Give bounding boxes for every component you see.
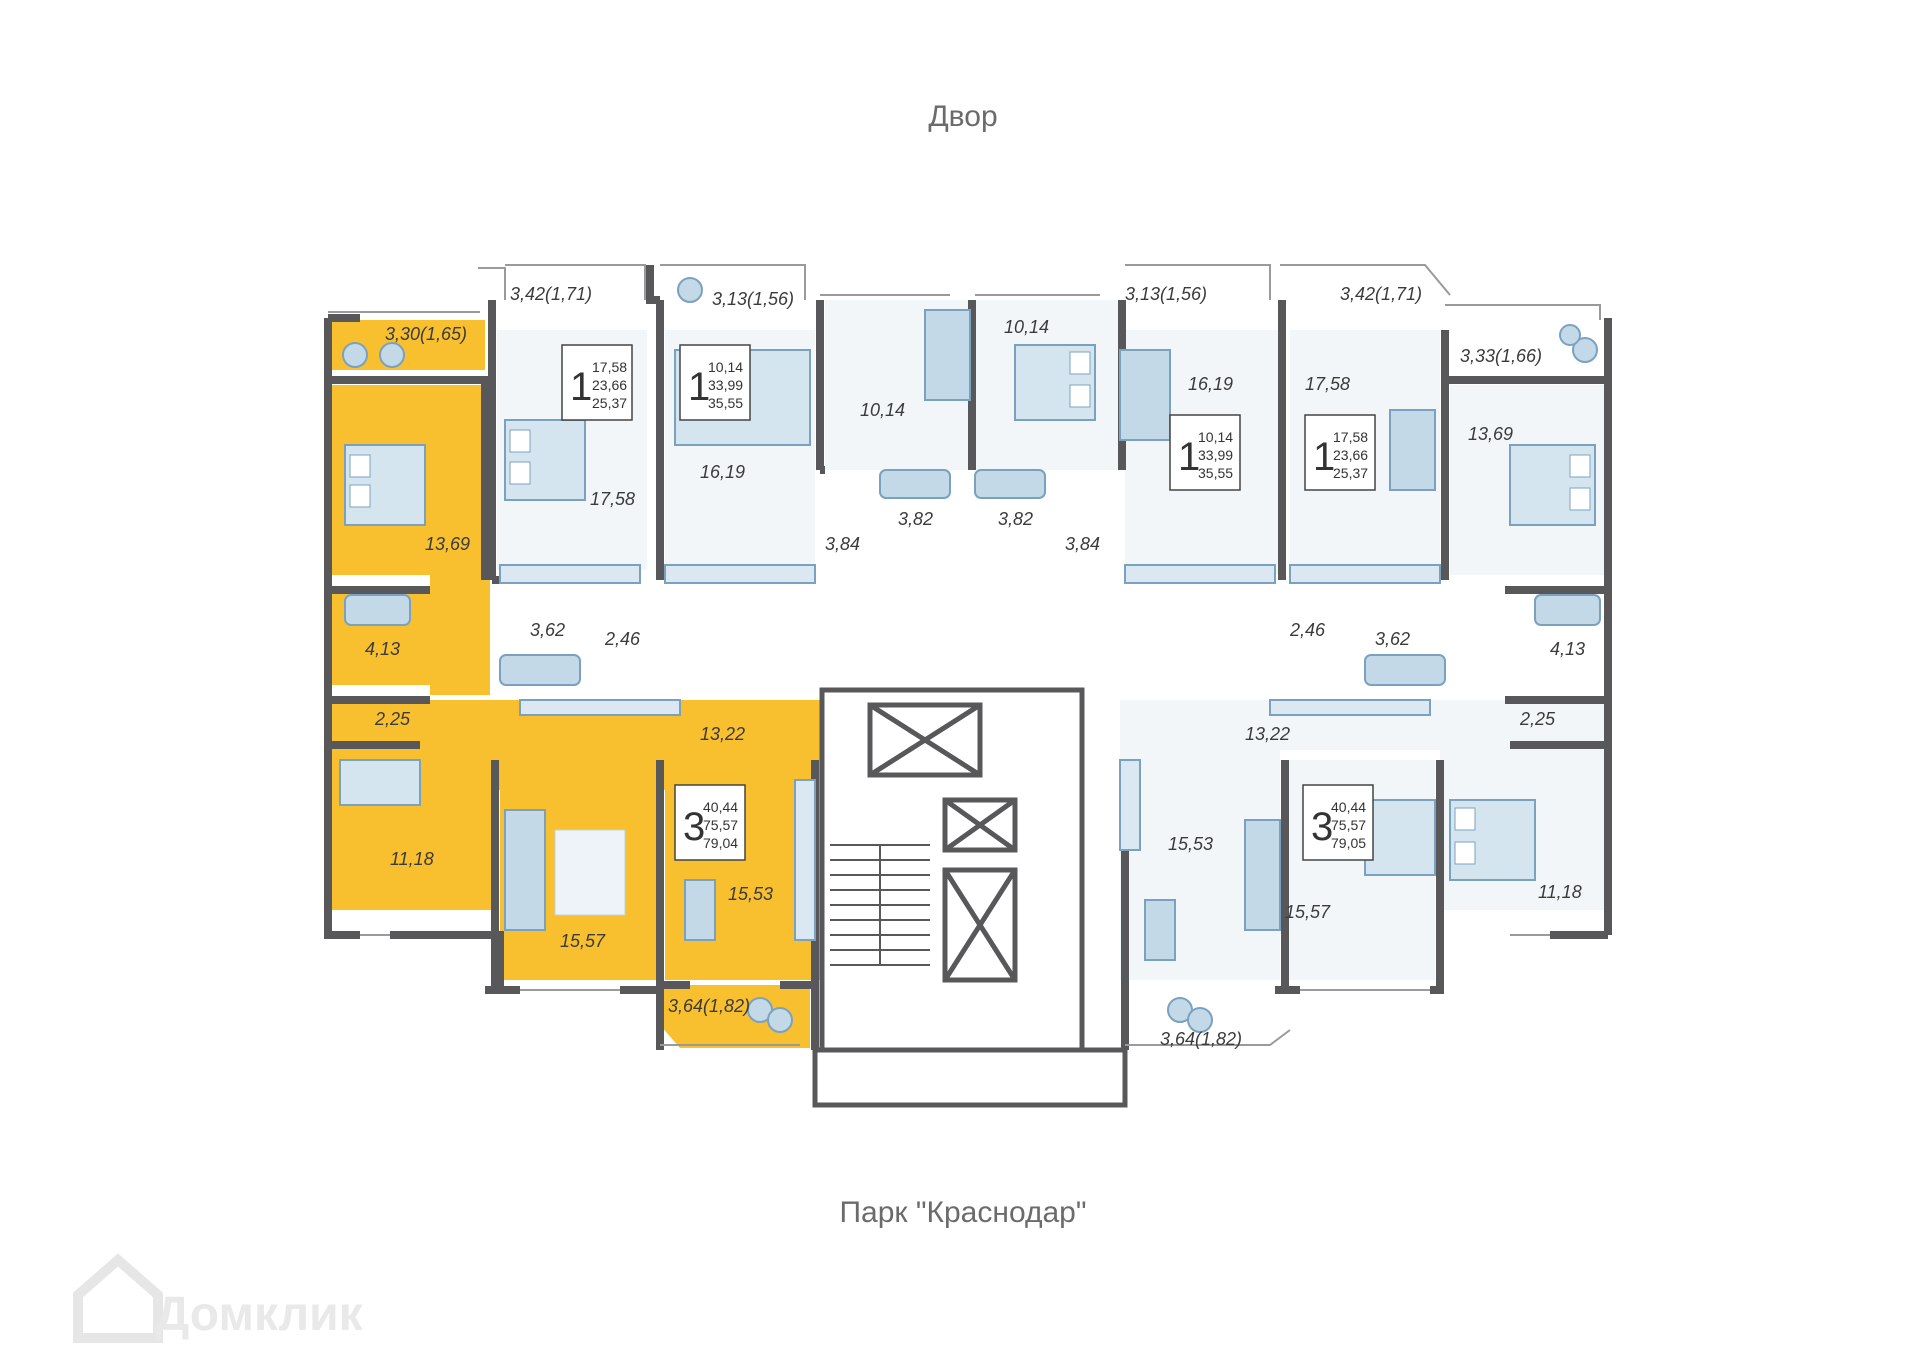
apartment-info-3: 1 10,14 33,99 35,55 — [1169, 414, 1241, 491]
apartment-area: 17,58 — [592, 359, 627, 375]
room-label: 3,84 — [825, 534, 860, 554]
room-label: 16,19 — [700, 462, 745, 482]
apartment-area: 17,58 — [1333, 429, 1368, 445]
apartment-rooms: 3 — [1311, 805, 1333, 849]
room-label: 2,25 — [374, 709, 411, 729]
room-label: 3,64(1,82) — [668, 996, 750, 1016]
apartment-area: 23,66 — [592, 377, 627, 393]
apartment-area: 10,14 — [708, 359, 743, 375]
bed-icon — [1509, 444, 1596, 526]
chair-icon — [342, 277, 1598, 1033]
bed-icon — [1014, 344, 1096, 421]
room-label: 4,13 — [365, 639, 400, 659]
watermark-text: Домклик — [155, 1288, 364, 1341]
room-label: 3,13(1,56) — [712, 289, 794, 309]
room-label: 10,14 — [1004, 317, 1049, 337]
apartment-area: 75,57 — [1331, 817, 1366, 833]
furniture — [339, 277, 1601, 1033]
bed-icon — [344, 444, 426, 526]
apartment-area: 33,99 — [1198, 447, 1233, 463]
stairs — [830, 844, 930, 966]
room-label: 11,18 — [1538, 882, 1582, 902]
room-label: 16,19 — [1188, 374, 1233, 394]
room-label: 3,42(1,71) — [1340, 284, 1422, 304]
room-label: 11,18 — [390, 849, 434, 869]
room-label: 3,62 — [1375, 629, 1410, 649]
bed-icon — [1364, 799, 1436, 876]
room-label: 13,22 — [1245, 724, 1290, 744]
room-label: 3,82 — [898, 509, 933, 529]
sofa-icon — [504, 309, 1436, 931]
apartment-area: 10,14 — [1198, 429, 1233, 445]
apartment-area: 75,57 — [703, 817, 738, 833]
room-label: 3,30(1,65) — [385, 324, 467, 344]
room-label: 2,46 — [1289, 620, 1326, 640]
apartment-area: 35,55 — [1198, 465, 1233, 481]
room-label: 3,42(1,71) — [510, 284, 592, 304]
room-label: 2,46 — [604, 629, 641, 649]
bed-icon — [1449, 799, 1536, 881]
room-label: 3,84 — [1065, 534, 1100, 554]
room-label: 13,69 — [1468, 424, 1513, 444]
room-label: 15,53 — [1168, 834, 1213, 854]
apartment-area: 79,04 — [703, 835, 738, 851]
room-label: 15,57 — [1285, 902, 1331, 922]
apartment-area: 25,37 — [592, 395, 627, 411]
walls — [324, 265, 1612, 1050]
room-label: 3,33(1,66) — [1460, 346, 1542, 366]
stair-core — [812, 687, 1128, 1108]
rug-icon — [554, 829, 626, 916]
apartment-area: 40,44 — [1331, 799, 1366, 815]
room-label: 3,64(1,82) — [1160, 1029, 1242, 1049]
apartment-rooms: 1 — [688, 365, 710, 409]
watermark: Домклик — [73, 1253, 364, 1343]
room-label: 15,57 — [560, 931, 606, 951]
room-label: 17,58 — [1305, 374, 1350, 394]
bed-icon — [339, 759, 421, 806]
apartment-area: 35,55 — [708, 395, 743, 411]
room-label: 15,53 — [728, 884, 773, 904]
windows — [328, 264, 1601, 1046]
orientation-bottom: Парк "Краснодар" — [839, 1196, 1086, 1229]
apartment-area: 40,44 — [703, 799, 738, 815]
room-label: 10,14 — [860, 400, 905, 420]
room-labels: 3,30(1,65) 3,42(1,71) 3,13(1,56) 10,14 1… — [365, 284, 1585, 1049]
bed-icon — [504, 419, 586, 501]
room-label: 3,13(1,56) — [1125, 284, 1207, 304]
apartment-info-2: 1 10,14 33,99 35,55 — [679, 344, 751, 421]
room-label: 3,82 — [998, 509, 1033, 529]
room-label: 2,25 — [1519, 709, 1556, 729]
apartment-area: 25,37 — [1333, 465, 1368, 481]
apartment-info-6: 3 40,44 75,57 79,05 — [1302, 784, 1374, 861]
apartment-rooms: 1 — [1313, 435, 1335, 479]
orientation-top: Двор — [928, 100, 997, 133]
apartment-rooms: 1 — [570, 365, 592, 409]
apartment-info-4: 1 17,58 23,66 25,37 — [1304, 414, 1376, 491]
room-label: 13,69 — [425, 534, 470, 554]
apartment-area: 33,99 — [708, 377, 743, 393]
apartment-area: 79,05 — [1331, 835, 1366, 851]
room-label: 3,62 — [530, 620, 565, 640]
room-label: 17,58 — [590, 489, 635, 509]
dining-table-icon — [684, 879, 1176, 961]
house-logo-icon — [73, 1253, 163, 1343]
apartment-info-1: 1 17,58 23,66 25,37 — [561, 344, 633, 421]
apartment-area: 23,66 — [1333, 447, 1368, 463]
kitchen-counter-icon — [499, 564, 1441, 941]
room-label: 13,22 — [700, 724, 745, 744]
bathtub-icon — [344, 469, 1601, 686]
apartment-info-5: 3 40,44 75,57 79,04 — [674, 784, 746, 861]
apartment-rooms: 1 — [1178, 435, 1200, 479]
room-label: 4,13 — [1550, 639, 1585, 659]
apartment-rooms: 3 — [683, 805, 705, 849]
